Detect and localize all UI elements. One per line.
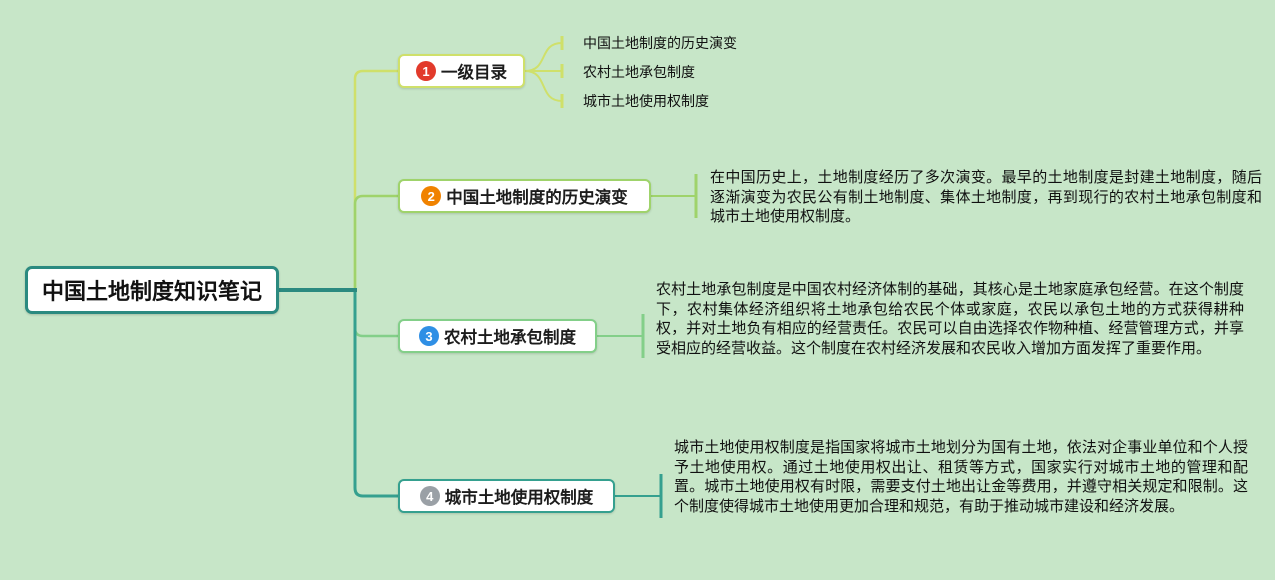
root-node[interactable]: 中国土地制度知识笔记 — [25, 266, 280, 314]
number-badge-3-icon: 3 — [419, 326, 439, 346]
number-badge-4-icon: 4 — [419, 486, 440, 506]
branch-2-connector — [353, 194, 402, 290]
branch-node-1[interactable]: 1 一级目录 — [398, 54, 525, 88]
branch-node-label: 农村土地承包制度 — [444, 329, 576, 347]
note-text[interactable]: 城市土地使用权制度是指国家将城市土地划分为国有土地，依法对企事业单位和个人授予土… — [674, 439, 1248, 515]
leaf-item[interactable]: 城市土地使用权制度 — [583, 93, 709, 109]
branch-4-connector — [353, 290, 402, 498]
number-badge-2-icon: 2 — [421, 186, 442, 206]
note-text[interactable]: 在中国历史上，土地制度经历了多次演变。最早的土地制度是封建土地制度，随后逐渐演变… — [710, 169, 1262, 225]
note-text[interactable]: 农村土地承包制度是中国农村经济体制的基础，其核心是土地家庭承包经营。在这个制度下… — [656, 281, 1244, 357]
branch-node-4[interactable]: 4 城市土地使用权制度 — [398, 479, 615, 513]
branch-3-connector — [353, 290, 402, 338]
branch-node-label: 城市土地使用权制度 — [444, 489, 594, 507]
branch-node-label: 中国土地制度的历史演变 — [446, 189, 628, 207]
branch-node-2[interactable]: 2 中国土地制度的历史演变 — [398, 179, 651, 213]
leaf-item[interactable]: 农村土地承包制度 — [583, 64, 695, 80]
leaf-1-connector — [524, 42, 563, 72]
number-badge-1-icon: 1 — [416, 61, 436, 81]
branch-node-label: 一级目录 — [441, 64, 507, 82]
branch-node-3[interactable]: 3 农村土地承包制度 — [398, 319, 597, 353]
leaf-item[interactable]: 中国土地制度的历史演变 — [583, 35, 737, 51]
leaf-3-connector — [524, 70, 563, 102]
branch-1-connector — [353, 69, 402, 290]
